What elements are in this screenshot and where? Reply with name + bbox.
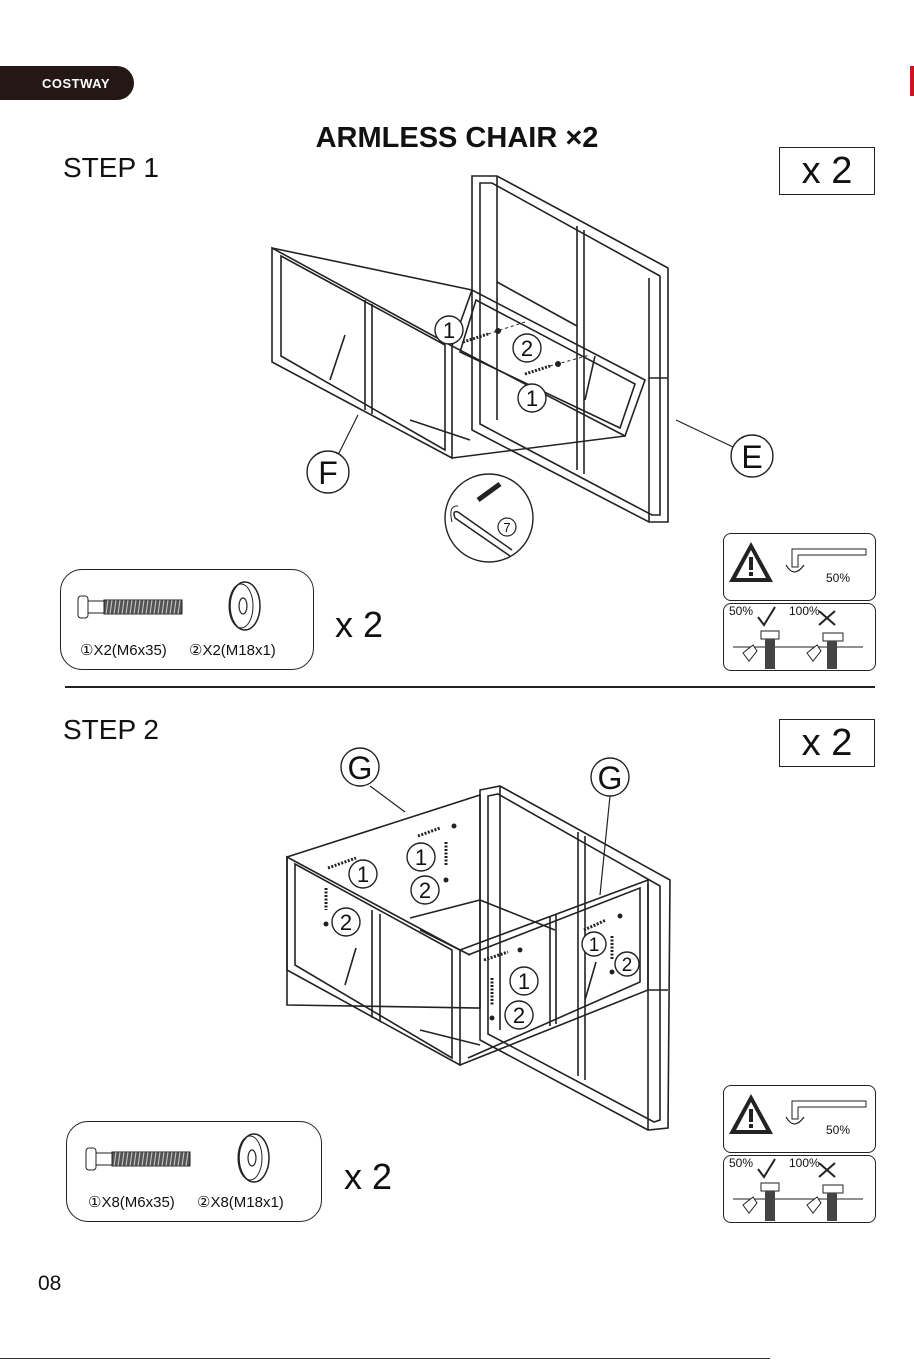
footer-rule (0, 1358, 770, 1359)
check-icon (758, 1159, 775, 1177)
step-2-torque-compare-graphic (723, 1155, 876, 1223)
step-2-callout-2b: 2 (419, 878, 431, 903)
cross-icon (819, 1163, 835, 1177)
step-2-callout-1b: 1 (415, 845, 427, 870)
step-2-callout-1d: 1 (589, 935, 600, 956)
step-2-callout-1c: 1 (518, 969, 530, 994)
step-2-part-2-label: ②X8(M18x1) (197, 1193, 284, 1211)
step-2-part-1-label: ①X8(M6x35) (88, 1193, 175, 1211)
warning-icon (727, 1092, 775, 1136)
step-2-callout-2d: 2 (622, 955, 633, 976)
step-2-callout-2a: 2 (340, 910, 352, 935)
step-2-callout-g-right: G (598, 760, 623, 796)
step-2-callout-2c: 2 (513, 1003, 525, 1028)
step-2-callout-g-left: G (348, 750, 373, 786)
step-2-callout-1a: 1 (357, 862, 369, 887)
allen-key-icon (780, 1097, 870, 1137)
step-2-washer-icon (234, 1130, 274, 1186)
page-number: 08 (38, 1272, 61, 1296)
step-2-parts-multiplier: x 2 (344, 1156, 392, 1198)
step-2-torque-half: 50% (826, 1123, 850, 1137)
